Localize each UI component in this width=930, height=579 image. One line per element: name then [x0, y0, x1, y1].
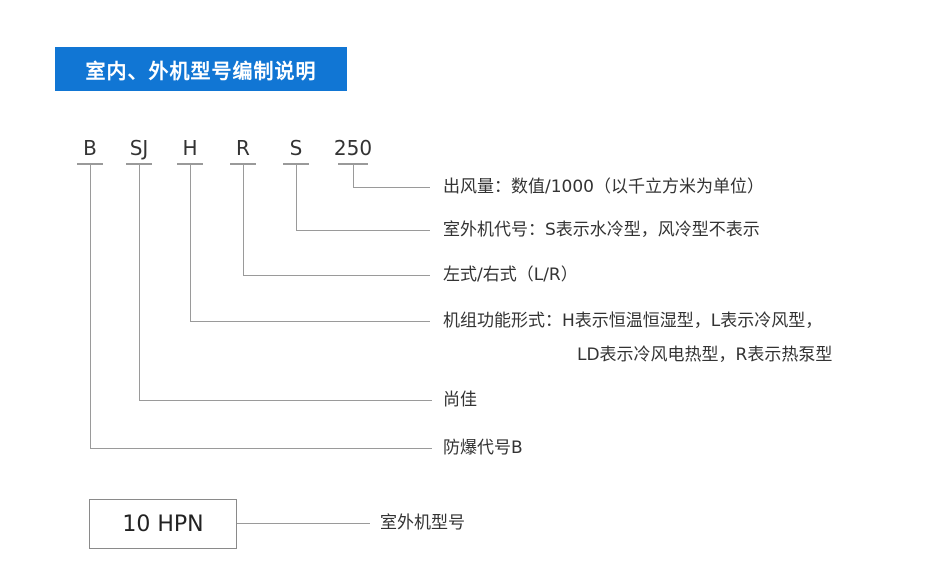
connector-horizontal-s: [296, 230, 430, 231]
description-s: 室外机代号：S表示水冷型，风冷型不表示: [443, 220, 760, 240]
connector-vertical-h: [190, 164, 191, 321]
code-letter-h: H: [182, 136, 198, 160]
outdoor-model-box: 10 HPN: [89, 499, 237, 549]
code-letter-s: S: [289, 136, 303, 160]
connector-vertical-sj: [139, 164, 140, 400]
code-letter-sj: SJ: [129, 136, 149, 160]
code-letter-250: 250: [333, 136, 373, 160]
connector-vertical-s: [296, 164, 297, 230]
description-h: 机组功能形式：H表示恒温恒湿型，L表示冷风型，: [443, 311, 823, 331]
outdoor-model-connector-line: [237, 523, 370, 524]
section-title-banner: 室内、外机型号编制说明: [55, 47, 347, 91]
description-h-line2: LD表示冷风电热型，R表示热泵型: [577, 345, 833, 365]
connector-vertical-250: [353, 164, 354, 187]
description-250: 出风量：数值/1000（以千立方米为单位）: [443, 177, 764, 197]
connector-vertical-r: [243, 164, 244, 275]
connector-horizontal-b: [90, 448, 432, 449]
description-sj: 尚佳: [443, 390, 477, 410]
section-title: 室内、外机型号编制说明: [85, 58, 317, 83]
code-letter-b: B: [83, 136, 97, 160]
outdoor-model-code: 10 HPN: [122, 511, 204, 537]
connector-horizontal-h: [190, 321, 430, 322]
code-letter-r: R: [236, 136, 250, 160]
description-r: 左式/右式（L/R）: [443, 265, 578, 285]
outdoor-model-label: 室外机型号: [380, 513, 465, 533]
connector-horizontal-r: [243, 275, 430, 276]
description-b: 防爆代号B: [443, 438, 523, 458]
connector-vertical-b: [90, 164, 91, 448]
connector-horizontal-250: [353, 187, 430, 188]
connector-horizontal-sj: [139, 400, 432, 401]
